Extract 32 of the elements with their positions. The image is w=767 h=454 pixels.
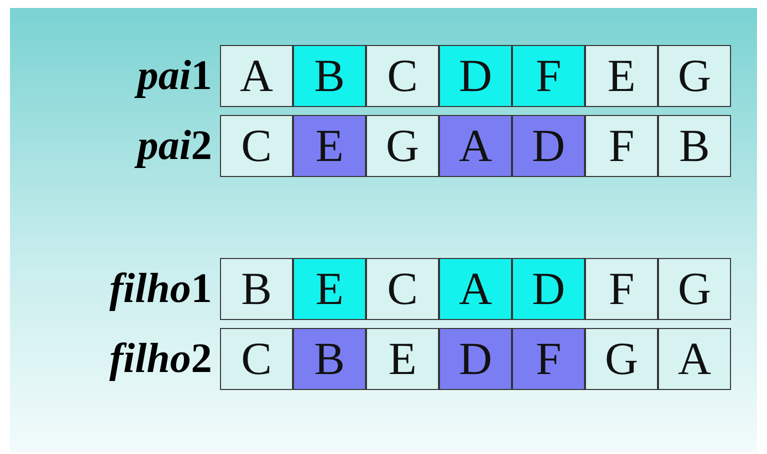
gene-cell: B <box>293 45 366 107</box>
row-label: filho2 <box>108 338 212 380</box>
gene-cell: A <box>439 115 512 177</box>
gene-cell: C <box>220 328 293 390</box>
gene-cell: F <box>512 328 585 390</box>
gene-cell: B <box>220 258 293 320</box>
gene-cell: F <box>585 115 658 177</box>
gene-cell: G <box>585 328 658 390</box>
gene-cell: E <box>585 45 658 107</box>
row-label: filho1 <box>108 268 212 310</box>
gene-cell: A <box>658 328 731 390</box>
row-label: pai2 <box>12 125 212 167</box>
gene-cell: E <box>293 115 366 177</box>
gene-cell: C <box>220 115 293 177</box>
gene-cell: A <box>220 45 293 107</box>
gene-cell: A <box>439 258 512 320</box>
gene-cell: G <box>658 258 731 320</box>
gene-cell: D <box>439 328 512 390</box>
gene-cell: G <box>658 45 731 107</box>
gene-cell: B <box>658 115 731 177</box>
gene-cell: B <box>293 328 366 390</box>
gene-cell: D <box>512 115 585 177</box>
gene-cell: D <box>512 258 585 320</box>
gene-cell: E <box>293 258 366 320</box>
gene-cell: F <box>512 45 585 107</box>
gene-cell: E <box>366 328 439 390</box>
gene-cell: D <box>439 45 512 107</box>
gene-cell: C <box>366 258 439 320</box>
row-label: pai1 <box>12 55 212 97</box>
gene-cell: G <box>366 115 439 177</box>
gene-cell: C <box>366 45 439 107</box>
gene-cell: F <box>585 258 658 320</box>
